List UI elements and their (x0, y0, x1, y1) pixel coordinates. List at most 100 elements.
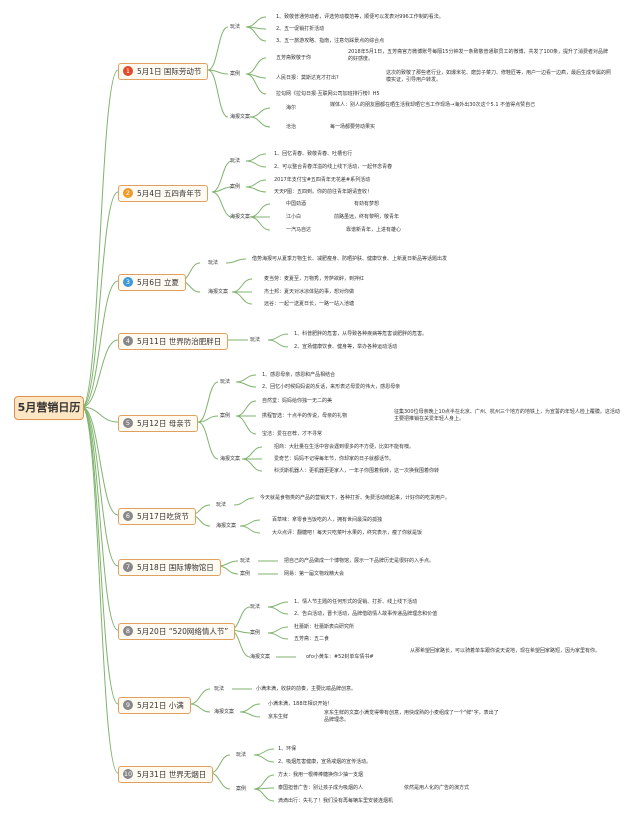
poster-copy: 小满未满，188年相识开始！ (268, 701, 333, 707)
poster-copy: 百草味：拿零食当饭吃的人，拥有世间最深的孤独 (272, 517, 383, 523)
poster-copy: 从那希望回家路长，可以骑着单车跟你说天说地，现在希望回家路短，因为家里有你。 (410, 648, 601, 654)
branch-label: 玩法 (250, 604, 261, 610)
leaf-text: 2、五一促销打折活动 (276, 26, 325, 32)
connector-line (197, 421, 219, 460)
date-node-may17[interactable]: 6 5月17日吃货节 (118, 508, 196, 525)
leaf-text: 2、宣扬健康饮食、健身等，举办各种运动活动 (294, 344, 398, 350)
connector-line (81, 339, 119, 408)
connector-line (245, 16, 267, 28)
connector-line (249, 203, 271, 218)
brand-name: 海尔 (286, 105, 297, 111)
leaf-text: 2、告白活动，晋卡活动，品牌借助情人故事传递品牌理念和价值 (294, 611, 438, 617)
poster-copy: 杰士邦：夏天对冰凉体贴的事，想对你做 (264, 289, 355, 295)
branch-label: 案例 (236, 786, 247, 792)
number-badge: 3 (123, 277, 133, 287)
poster-copy: 有劲有梦想 (354, 201, 380, 207)
case-detail: 这次的致敬了那些老行业，如爆米花、磨剪子菜刀、修鞋匠等，用户一边看一边疯，最后生… (386, 70, 612, 83)
date-label: 5月31日 世界无烟日 (137, 770, 207, 779)
poster-copy: 爱奇艺：妈妈不记得每年节，你却家的日子就都话节。 (274, 456, 395, 462)
connector-line (81, 280, 119, 408)
case-detail: 征集300位母亲晚上10点半在北京、广州、杭州三个地方的地铁上，为宣誓的年轻人检… (394, 409, 620, 422)
connector-line (81, 406, 119, 774)
branch-label: 玩法 (208, 260, 219, 266)
connector-line (249, 107, 271, 118)
branch-label: 玩法 (236, 752, 247, 758)
connector-line (233, 497, 255, 506)
date-node-may31[interactable]: 10 5月31日 世界无烟日 (118, 766, 214, 783)
brand-name: 沧治 (286, 124, 297, 130)
connector-line (253, 788, 275, 802)
number-badge: 10 (123, 769, 133, 779)
case-name: 五芳斋：五二食 (294, 636, 330, 642)
branch-label: 海报文案 (216, 523, 237, 529)
leaf-text: 借势海报可从夏季万物生长、减肥瘦身、防晒护肤、健康饮食、上新夏日新品等话题出发 (252, 256, 448, 262)
branch-label: 案例 (220, 413, 231, 419)
connector-line (231, 278, 253, 293)
date-label: 5月17日吃货节 (137, 512, 189, 521)
poster-copy: 靠谱新青年，上进有雄心 (346, 227, 402, 233)
date-node-may18[interactable]: 7 5月18日 国际博物馆日 (118, 559, 221, 576)
connector-line (225, 258, 247, 264)
connector-line (81, 191, 119, 408)
branch-label: 玩法 (216, 502, 227, 508)
connector-line (249, 116, 271, 128)
case-name: 天天P图：五四到。你的前往青年期请查收！ (274, 189, 373, 195)
leaf-text: 1、环保 (278, 746, 297, 752)
poster-copy: 科沃斯机器人：更机器更更家人，一年子你围着我转，这一次换我围着你转 (274, 468, 440, 474)
leaf-text: 1、致敬普通劳动者，评选劳动模范等，顺便可以发表对996工作制的看法。 (276, 14, 444, 20)
branch-label: 案例 (240, 571, 251, 577)
branch-label: 玩法 (250, 337, 261, 343)
connector-line (81, 406, 119, 705)
root-topic: 5月营销日历 (14, 396, 84, 420)
case-name: 携程智选：十点半的传说，母亲的礼物 (262, 413, 348, 419)
case-name: 五芳斋致敬于你 (276, 55, 312, 61)
date-label: 5月12日 母亲节 (137, 419, 192, 428)
number-badge: 6 (123, 511, 133, 521)
connector-line (245, 179, 267, 188)
connector-line (245, 57, 267, 75)
connector-line (239, 519, 261, 527)
connector-line (253, 748, 275, 756)
number-badge: 7 (123, 562, 133, 572)
connector-line (211, 186, 233, 193)
leaf-text: 1、感恩母亲，感恩和产品相结合 (262, 372, 336, 378)
case-name: 2017年支付宝#五四青年无花差#系列活动 (274, 177, 371, 183)
connector-line (197, 415, 219, 423)
connector-line (267, 606, 289, 615)
number-badge: 9 (123, 700, 133, 710)
connector-line (245, 26, 267, 42)
number-badge: 2 (123, 188, 133, 198)
connector-line (235, 415, 257, 435)
case-detail: 依然是用人化的广告的演方式 (404, 785, 470, 791)
connector-line (197, 381, 219, 423)
connector-line (267, 601, 289, 608)
branch-label: 玩法 (230, 158, 241, 164)
connector-line (235, 400, 257, 417)
date-label: 5月11日 世界防治肥胖日 (137, 337, 222, 346)
connector-line (231, 291, 253, 305)
poster-copy: 前路虽远，终有黎明，敬青年 (334, 214, 400, 220)
connector-line (253, 774, 275, 790)
brand-name: 一汽马自达 (286, 227, 312, 233)
connector-line (211, 191, 233, 218)
date-label: 5月18日 国际博物馆日 (137, 563, 214, 572)
connector-line (81, 406, 119, 567)
connector-line (249, 216, 271, 231)
branch-label: 海报文案 (214, 709, 235, 715)
connector-line (267, 626, 289, 634)
connector-line (245, 153, 267, 162)
connector-line (239, 525, 261, 534)
connector-line (253, 754, 275, 763)
branch-label: 海报文案 (220, 456, 241, 462)
case-name: 自然堂：妈妈给你独一无二的美 (262, 398, 333, 404)
case-name: 方太：我用一根棒棒糖换你少抽一支烟 (278, 772, 364, 778)
connector-line (207, 26, 229, 71)
